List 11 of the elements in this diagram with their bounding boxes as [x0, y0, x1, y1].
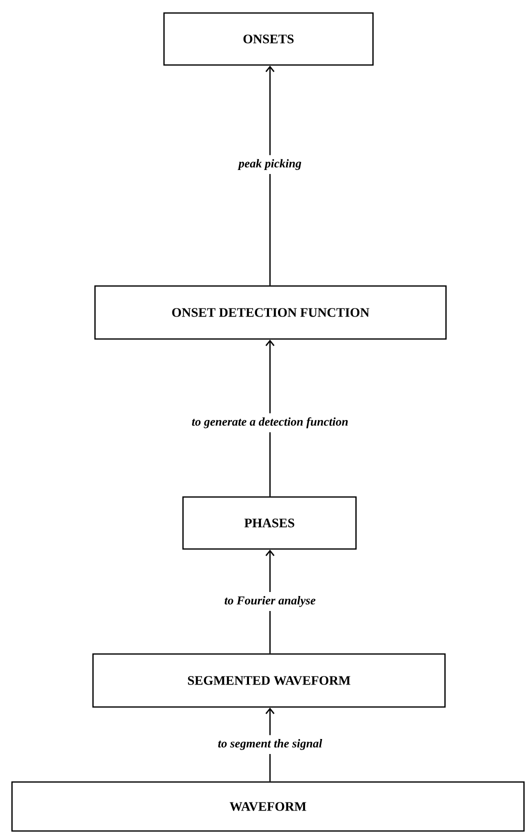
- process-box: ONSET DETECTION FUNCTION: [94, 285, 447, 340]
- process-box: ONSETS: [163, 12, 374, 66]
- edge-label: peak picking: [234, 155, 306, 174]
- process-box: PHASES: [182, 496, 357, 550]
- edge-label: to Fourier analyse: [220, 592, 320, 611]
- edge-label: to segment the signal: [214, 735, 326, 754]
- process-box: SEGMENTED WAVEFORM: [92, 653, 446, 708]
- process-box: WAVEFORM: [11, 781, 525, 832]
- edge-label: to generate a detection function: [188, 413, 352, 432]
- arrow: [265, 66, 274, 286]
- arrow: [265, 340, 274, 496]
